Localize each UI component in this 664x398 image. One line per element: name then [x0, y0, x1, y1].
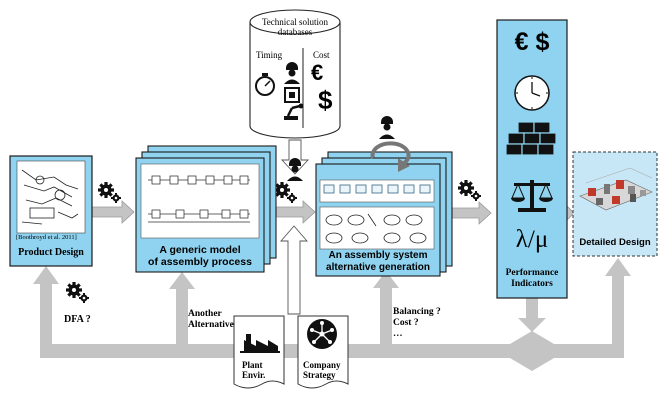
factory-layout-3d [579, 167, 653, 211]
company-label: Company Strategy [303, 360, 341, 381]
company-document [297, 315, 349, 389]
robot-arm-icon [284, 103, 304, 120]
timing-label: Timing [256, 50, 283, 60]
worker-icon-middle [287, 158, 303, 181]
dfa-label: DFA ? [64, 314, 91, 325]
assembly-system-stack [315, 141, 453, 277]
plant-label: Plant Envir. [242, 360, 265, 381]
feedback-arrowhead-generic [169, 272, 195, 289]
plant-line1: Plant [242, 360, 263, 370]
company-line2: Strategy [303, 370, 336, 381]
performance-line1: Performance [505, 268, 559, 278]
feedback-arrowhead-detailed [605, 258, 631, 276]
layout-machines [325, 213, 427, 244]
cost-label: Cost [313, 50, 330, 60]
another-alternative-label: Another Alternative [188, 309, 234, 331]
worker-icon-top [379, 116, 395, 139]
dollar-icon: $ [318, 85, 333, 115]
performance-down-shaft [526, 298, 538, 320]
another-line1: Another [188, 309, 222, 319]
feedback-arrowhead-assembly [373, 271, 399, 288]
lambda-mu-symbol: λ/μ [515, 226, 549, 253]
layout-small-nodes [323, 184, 431, 194]
database-title-line1: Technical solution [261, 17, 329, 27]
stopwatch-icon [255, 73, 275, 96]
plant-document [233, 315, 285, 389]
decision-diamond [498, 331, 566, 371]
gear-icon-3 [458, 180, 481, 201]
arrow-database-down [280, 139, 310, 175]
feedback-riser-assembly [380, 286, 392, 358]
feedback-loop [33, 258, 631, 371]
product-sketch [21, 169, 79, 225]
process-graph-lines [148, 179, 250, 223]
balancing-cost-label: Balancing ? Cost ? … [393, 307, 441, 340]
balancing-text: Balancing ? [393, 307, 441, 317]
detailed-design-label: Detailed Design [579, 237, 651, 248]
feedback-riser-generic [176, 287, 188, 358]
product-design-box [9, 155, 93, 267]
product-design-label: Product Design [18, 247, 84, 258]
generic-model-line1: A generic model [159, 244, 241, 256]
cost-text: Cost ? [393, 317, 419, 328]
database-title-line2: databases [277, 27, 313, 38]
euro-icon: € [311, 60, 324, 85]
generic-model-line2: of assembly process [148, 256, 252, 269]
arrow-assembly-to-performance [451, 201, 492, 225]
feedback-arrowhead-product [33, 266, 59, 284]
worker-icon [284, 62, 300, 84]
another-line2: Alternative [188, 319, 234, 330]
performance-line2: Indicators [511, 278, 553, 289]
currency-icons: € $ [514, 28, 550, 56]
detailed-design-box [572, 151, 658, 257]
performance-column [496, 19, 568, 299]
machine-icon [284, 87, 300, 103]
gear-icon-dfa [66, 282, 89, 303]
factory-icon [240, 334, 280, 353]
process-graph-nodes [151, 175, 249, 219]
gear-icon-2 [274, 182, 297, 203]
database-cylinder [249, 9, 341, 139]
feedback-riser-product [40, 282, 52, 358]
clock-icon [514, 75, 550, 111]
arrow-generic-to-assembly [275, 200, 316, 224]
feedback-riser-detailed [612, 274, 624, 358]
arrow-documents-up [280, 225, 308, 315]
network-icon [307, 319, 337, 349]
assembly-line1: An assembly system [328, 250, 428, 261]
plant-line2: Envir. [242, 370, 266, 381]
assembly-system-label: An assembly system alternative generatio… [316, 250, 440, 273]
company-line1: Company [303, 360, 341, 370]
ellipsis-text: … [393, 328, 403, 339]
gear-icons [66, 180, 481, 303]
generic-model-label: A generic model of assembly process [136, 244, 264, 268]
citation-label: [Boothroyd et al. 2011] [16, 234, 77, 241]
refresh-icon [370, 141, 411, 172]
balance-scale-icon [511, 180, 553, 212]
generic-model-stack [135, 145, 277, 273]
performance-label: Performance Indicators [497, 268, 567, 290]
arrow-product-to-generic [91, 200, 135, 224]
performance-down-arrowhead [518, 318, 546, 332]
database-title: Technical solution databases [258, 17, 332, 38]
assembly-line2: alternative generation [326, 261, 430, 273]
gear-icon-1 [98, 182, 121, 203]
boxes-icon [505, 121, 557, 156]
